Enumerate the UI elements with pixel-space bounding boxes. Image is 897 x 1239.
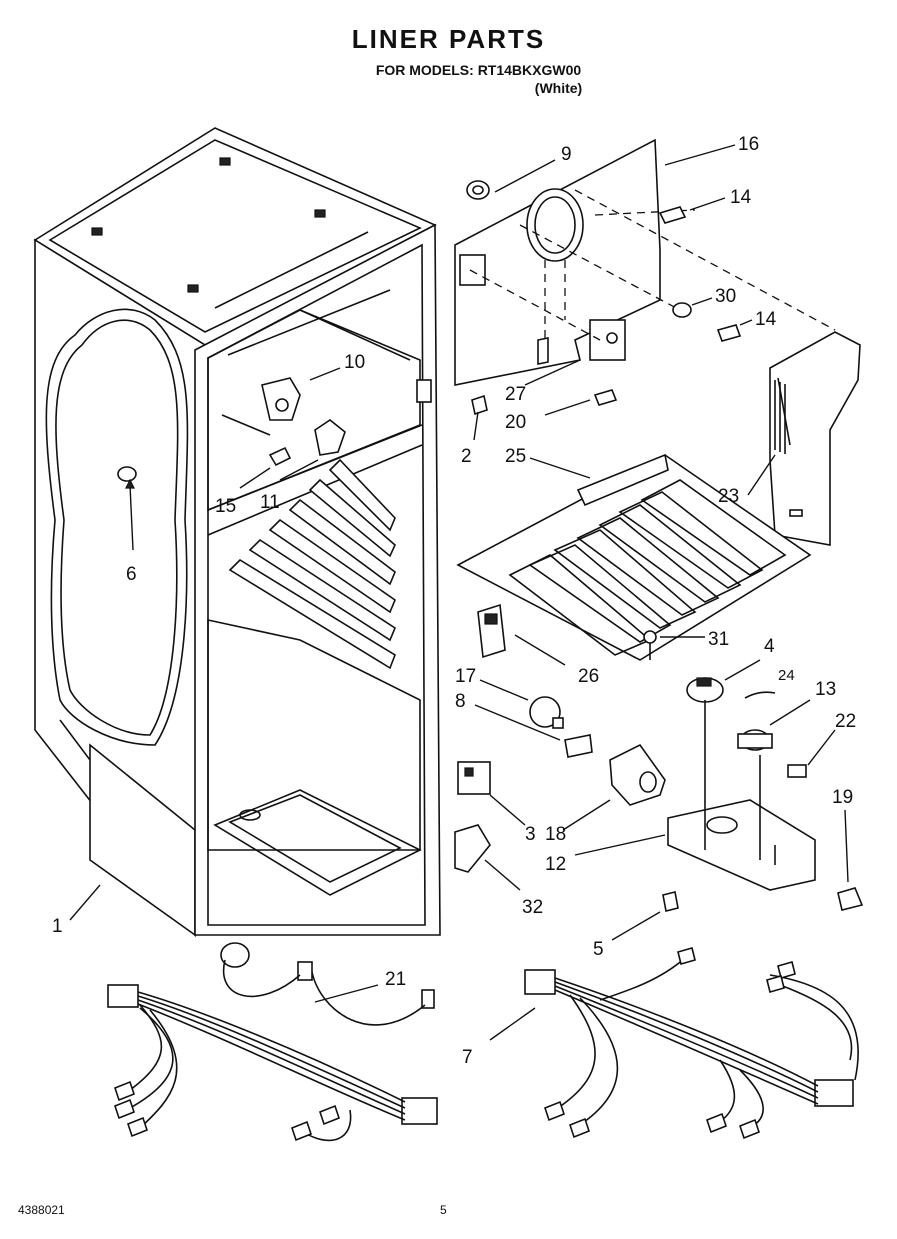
part-11-knob[interactable] [279,419,346,481]
callout-3: 3 [525,824,536,845]
callout-25: 25 [505,446,526,467]
callout-18: 18 [545,824,566,845]
callout-14: 14 [755,309,777,330]
part-27-clip[interactable] [524,337,581,386]
callout-1: 1 [52,916,63,937]
part-16-cover-panel[interactable] [454,138,836,386]
callout-17: 17 [455,666,476,687]
callout-31: 31 [708,629,729,650]
evaporator-fins [508,479,787,656]
callout-4: 4 [764,636,775,657]
callout-14: 14 [730,187,752,208]
part-3-switch[interactable] [457,761,526,826]
part-24-tube[interactable] [744,691,776,699]
part-17-bulb[interactable] [479,679,564,729]
part-14-screw-lower[interactable] [716,319,753,342]
callout-15: 15 [215,496,236,517]
callout-23: 23 [718,486,739,507]
part-22-connector[interactable] [787,729,836,778]
part-14-screw-upper[interactable] [658,197,726,224]
callout-6: 6 [126,564,137,585]
document-number: 4388021 [18,1203,65,1217]
callout-30: 30 [715,286,736,307]
callout-32: 32 [522,897,543,918]
part-4-damper[interactable] [686,659,761,703]
callout-21: 21 [385,969,406,990]
callout-24: 24 [778,667,795,684]
shelf-ribs [228,458,396,670]
liner-cabinet[interactable] [33,127,441,938]
part-32-switch[interactable] [454,824,521,891]
callout-19: 19 [832,787,853,808]
page-number: 5 [440,1203,447,1217]
part-21-wire-harness[interactable] [107,942,438,1142]
part-13-thermostat[interactable] [737,699,811,751]
callout-16: 16 [738,134,759,155]
callout-10: 10 [344,352,365,373]
part-19-clip[interactable] [837,809,864,911]
part-9-grommet[interactable] [466,159,556,200]
callout-27: 27 [505,384,526,405]
part-23-control-housing[interactable] [747,331,861,546]
callout-22: 22 [835,711,856,732]
callout-11: 11 [260,492,280,513]
part-2-screw[interactable] [471,394,488,441]
part-1-leader [69,884,101,921]
part-6-plug[interactable] [117,466,137,551]
callout-5: 5 [593,939,604,960]
color-line: (White) [534,80,583,96]
part-30-screw[interactable] [672,297,713,318]
part-12-control-tray[interactable] [574,700,816,891]
callout-12: 12 [545,854,566,875]
callout-7: 7 [462,1047,473,1068]
part-26-bracket[interactable] [477,603,566,666]
callout-9: 9 [561,144,572,165]
callout-20: 20 [505,412,526,433]
page-title: LINER PARTS [351,24,546,54]
part-18-lamp-cover[interactable] [562,743,666,831]
part-25-evaporator-shelf[interactable] [456,453,812,661]
part-16-leader [664,144,736,166]
part-10-control-bracket[interactable] [221,367,341,436]
part-8-socket[interactable] [474,704,593,758]
part-31-rivet[interactable] [643,630,705,660]
part-5-screw[interactable] [611,891,679,941]
part-15-screw[interactable] [239,446,292,489]
callout-13: 13 [815,679,836,700]
part-7-wire-harness[interactable] [489,947,859,1140]
callout-2: 2 [461,446,472,467]
model-line: FOR MODELS: RT14BKXGW00 [375,62,582,78]
callout-labels: 9 16 14 30 14 10 27 20 2 15 11 25 23 6 3… [52,134,856,1068]
callout-26: 26 [578,666,599,687]
part-20-screw[interactable] [544,389,618,416]
callout-8: 8 [455,691,466,712]
